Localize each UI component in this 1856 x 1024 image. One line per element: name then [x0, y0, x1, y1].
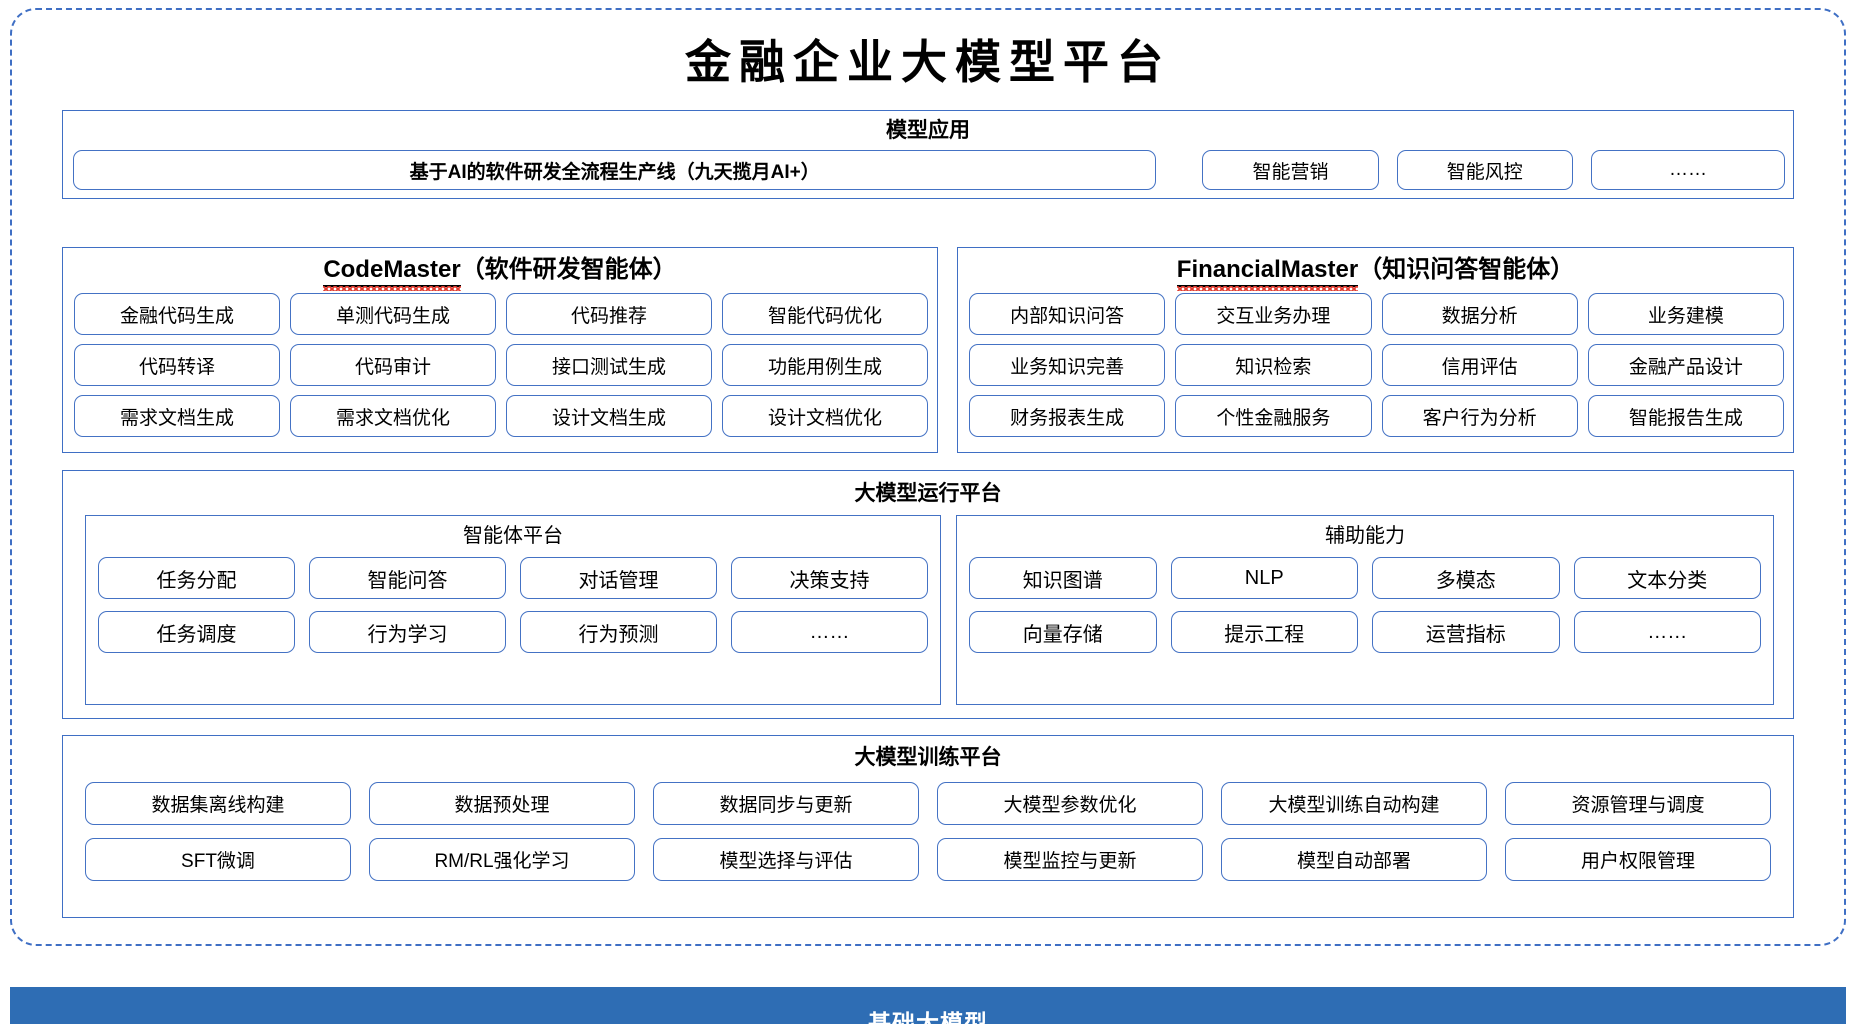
pill-code-0[interactable]: 金融代码生成 — [74, 293, 280, 335]
pill-train-10[interactable]: 模型自动部署 — [1221, 838, 1487, 881]
runtime-platform-panel: 大模型运行平台 智能体平台 任务分配 智能问答 对话管理 决策支持 任务调度 行… — [62, 470, 1794, 719]
auxiliary-capability-title: 辅助能力 — [1325, 525, 1405, 547]
pill-more-ellipsis[interactable]: …… — [1590, 150, 1785, 190]
pill-agentplat-1[interactable]: 智能问答 — [309, 557, 506, 599]
model-application-panel: 模型应用 基于AI的软件研发全流程生产线（九天揽月AI+） 智能营销 智能风控 … — [62, 110, 1794, 199]
page-title: 金融企业大模型平台 — [685, 37, 1171, 88]
pill-smart-marketing[interactable]: 智能营销 — [1202, 150, 1379, 190]
runtime-platform-title: 大模型运行平台 — [854, 482, 1002, 505]
pill-train-4[interactable]: 大模型训练自动构建 — [1221, 782, 1487, 825]
codemaster-heading: CodeMaster（软件研发智能体） — [63, 256, 937, 291]
pill-train-0[interactable]: 数据集离线构建 — [85, 782, 351, 825]
pill-fin-10[interactable]: 客户行为分析 — [1381, 395, 1578, 437]
pill-agentplat-4[interactable]: 任务调度 — [98, 611, 295, 653]
auxiliary-capability-subpanel: 辅助能力 知识图谱 NLP 多模态 文本分类 向量存储 提示工程 运营指标 …… — [956, 515, 1774, 705]
pill-train-6[interactable]: SFT微调 — [85, 838, 351, 881]
auxiliary-capability-items: 知识图谱 NLP 多模态 文本分类 向量存储 提示工程 运营指标 …… — [969, 557, 1761, 653]
financialmaster-items: 内部知识问答 交互业务办理 数据分析 业务建模 业务知识完善 知识检索 信用评估… — [969, 293, 1784, 437]
pill-train-2[interactable]: 数据同步与更新 — [653, 782, 919, 825]
model-application-title: 模型应用 — [886, 119, 970, 142]
pill-code-1[interactable]: 单测代码生成 — [290, 293, 496, 335]
pill-fin-6[interactable]: 信用评估 — [1381, 344, 1578, 386]
foundation-model-bar: 基础大模型 — [10, 987, 1846, 1024]
agent-platform-items: 任务分配 智能问答 对话管理 决策支持 任务调度 行为学习 行为预测 …… — [98, 557, 928, 653]
pill-fin-7[interactable]: 金融产品设计 — [1587, 344, 1784, 386]
pill-agentplat-0[interactable]: 任务分配 — [98, 557, 295, 599]
pill-aux-1[interactable]: NLP — [1170, 557, 1358, 599]
codemaster-items: 金融代码生成 单测代码生成 代码推荐 智能代码优化 代码转译 代码审计 接口测试… — [74, 293, 928, 437]
pill-fin-5[interactable]: 知识检索 — [1175, 344, 1372, 386]
pill-code-8[interactable]: 需求文档生成 — [74, 395, 280, 437]
pill-aux-5[interactable]: 提示工程 — [1170, 611, 1358, 653]
pill-ai-pipeline[interactable]: 基于AI的软件研发全流程生产线（九天揽月AI+） — [73, 150, 1157, 190]
pill-train-3[interactable]: 大模型参数优化 — [937, 782, 1203, 825]
pill-code-10[interactable]: 设计文档生成 — [506, 395, 712, 437]
training-platform-panel: 大模型训练平台 数据集离线构建 数据预处理 数据同步与更新 大模型参数优化 大模… — [62, 735, 1794, 918]
pill-aux-7[interactable]: …… — [1573, 611, 1761, 653]
pill-agentplat-2[interactable]: 对话管理 — [520, 557, 717, 599]
pill-code-11[interactable]: 设计文档优化 — [722, 395, 928, 437]
financialmaster-suffix: （知识问答智能体） — [1358, 256, 1575, 283]
pill-agentplat-5[interactable]: 行为学习 — [309, 611, 506, 653]
pill-agentplat-7[interactable]: …… — [731, 611, 928, 653]
pill-agentplat-6[interactable]: 行为预测 — [520, 611, 717, 653]
pill-aux-3[interactable]: 文本分类 — [1573, 557, 1761, 599]
pill-fin-2[interactable]: 数据分析 — [1381, 293, 1578, 335]
codemaster-suffix: （软件研发智能体） — [460, 256, 677, 283]
pill-fin-1[interactable]: 交互业务办理 — [1175, 293, 1372, 335]
pill-code-5[interactable]: 代码审计 — [290, 344, 496, 386]
pill-fin-8[interactable]: 财务报表生成 — [969, 395, 1166, 437]
pill-train-5[interactable]: 资源管理与调度 — [1505, 782, 1771, 825]
pill-code-9[interactable]: 需求文档优化 — [290, 395, 496, 437]
training-platform-title: 大模型训练平台 — [854, 746, 1002, 769]
pill-fin-9[interactable]: 个性金融服务 — [1175, 395, 1372, 437]
pill-code-2[interactable]: 代码推荐 — [506, 293, 712, 335]
agent-platform-title: 智能体平台 — [463, 525, 563, 547]
pill-aux-0[interactable]: 知识图谱 — [969, 557, 1157, 599]
pill-fin-0[interactable]: 内部知识问答 — [969, 293, 1166, 335]
pill-code-6[interactable]: 接口测试生成 — [506, 344, 712, 386]
pill-code-7[interactable]: 功能用例生成 — [722, 344, 928, 386]
foundation-model-label: 基础大模型 — [868, 1010, 988, 1024]
pill-agentplat-3[interactable]: 决策支持 — [731, 557, 928, 599]
pill-code-4[interactable]: 代码转译 — [74, 344, 280, 386]
pill-train-1[interactable]: 数据预处理 — [369, 782, 635, 825]
training-platform-items: 数据集离线构建 数据预处理 数据同步与更新 大模型参数优化 大模型训练自动构建 … — [85, 782, 1771, 881]
codemaster-name: CodeMaster — [323, 256, 462, 291]
pill-aux-2[interactable]: 多模态 — [1372, 557, 1560, 599]
financialmaster-name: FinancialMaster — [1176, 256, 1359, 291]
pill-fin-11[interactable]: 智能报告生成 — [1587, 395, 1784, 437]
pill-train-9[interactable]: 模型监控与更新 — [937, 838, 1203, 881]
codemaster-panel: CodeMaster（软件研发智能体） 金融代码生成 单测代码生成 代码推荐 智… — [62, 247, 938, 453]
pill-code-3[interactable]: 智能代码优化 — [722, 293, 928, 335]
financialmaster-panel: FinancialMaster（知识问答智能体） 内部知识问答 交互业务办理 数… — [957, 247, 1794, 453]
financialmaster-heading: FinancialMaster（知识问答智能体） — [958, 256, 1793, 291]
pill-train-7[interactable]: RM/RL强化学习 — [369, 838, 635, 881]
pill-train-8[interactable]: 模型选择与评估 — [653, 838, 919, 881]
pill-fin-4[interactable]: 业务知识完善 — [969, 344, 1166, 386]
agent-platform-subpanel: 智能体平台 任务分配 智能问答 对话管理 决策支持 任务调度 行为学习 行为预测… — [85, 515, 941, 705]
pill-aux-6[interactable]: 运营指标 — [1372, 611, 1560, 653]
pill-smart-risk-control[interactable]: 智能风控 — [1396, 150, 1573, 190]
outer-dashed-frame — [10, 8, 1846, 946]
pill-train-11[interactable]: 用户权限管理 — [1505, 838, 1771, 881]
model-application-items: 基于AI的软件研发全流程生产线（九天揽月AI+） 智能营销 智能风控 …… — [73, 150, 1785, 190]
pill-fin-3[interactable]: 业务建模 — [1587, 293, 1784, 335]
pill-aux-4[interactable]: 向量存储 — [969, 611, 1157, 653]
